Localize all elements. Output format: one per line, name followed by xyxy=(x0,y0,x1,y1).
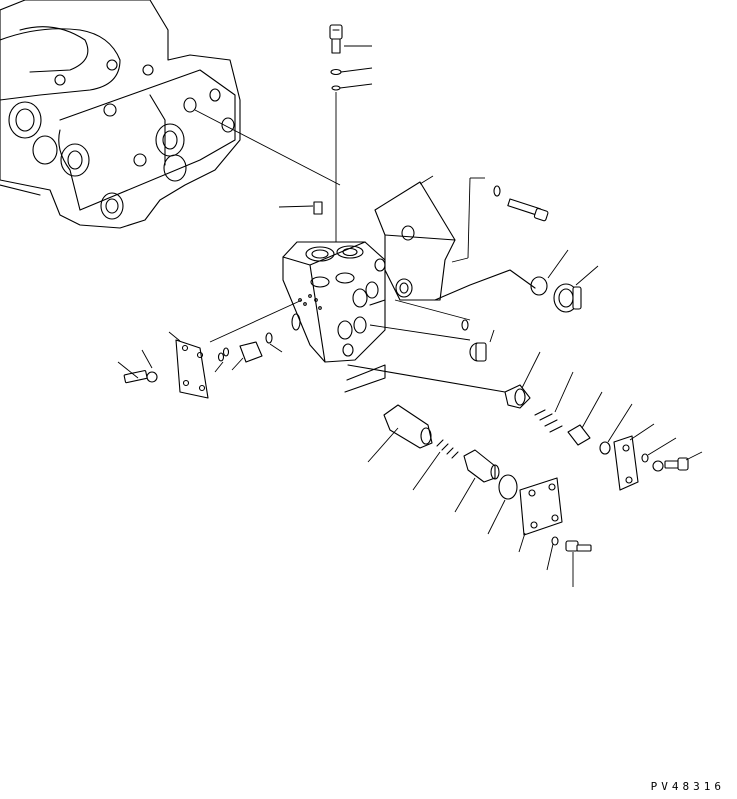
top-plug-assembly xyxy=(330,25,372,262)
right-cover-plate xyxy=(614,424,702,490)
plug-with-oring xyxy=(435,250,598,312)
mounting-bracket xyxy=(375,182,470,320)
drawing-code-label: PV48316 xyxy=(650,780,725,793)
spool-plug-stack xyxy=(348,352,632,454)
main-valve-body xyxy=(0,0,240,228)
orifice-plug xyxy=(279,202,322,214)
check-plug xyxy=(370,320,494,361)
alignment-line xyxy=(195,110,340,185)
bracket-bolt xyxy=(494,186,548,221)
left-cover-plate xyxy=(118,300,302,398)
valve-section-body xyxy=(283,242,385,362)
lower-spool-assembly xyxy=(345,365,591,587)
